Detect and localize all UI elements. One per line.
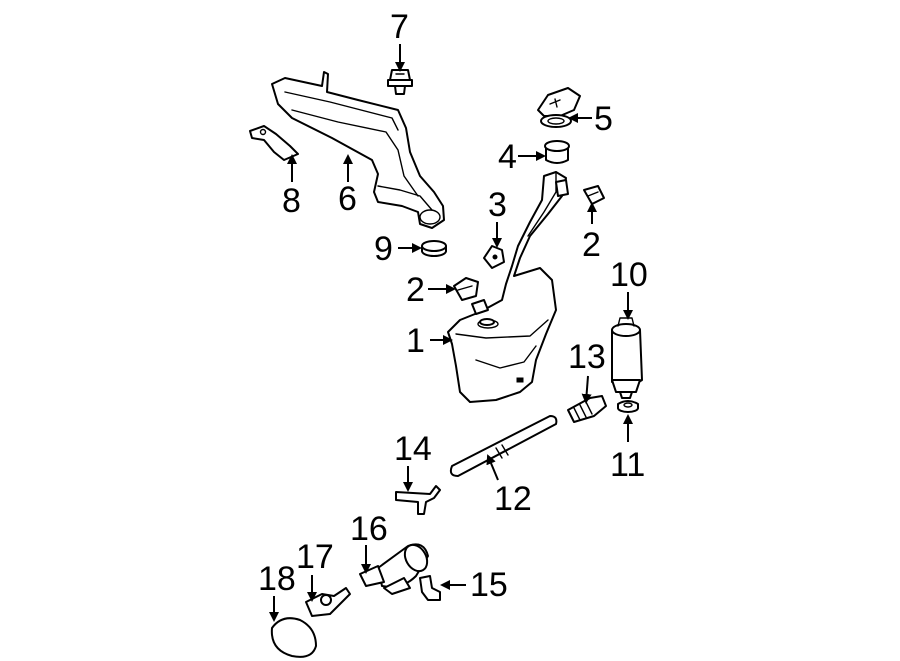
- part-16-headlamp-pump: [359, 543, 429, 595]
- callout-7: 7: [390, 8, 409, 46]
- part-8-bracket: [249, 125, 299, 161]
- part-11-grommet: [617, 400, 639, 413]
- callout-9: 9: [374, 230, 393, 268]
- callout-2-upper: 2: [582, 226, 601, 264]
- callout-2-lower: 2: [406, 271, 425, 309]
- part-17-nozzle: [305, 587, 351, 617]
- callout-14: 14: [394, 430, 432, 468]
- callout-8: 8: [282, 182, 301, 220]
- callout-16: 16: [350, 510, 388, 548]
- callout-13: 13: [568, 338, 606, 376]
- part-4-strainer: [544, 140, 570, 164]
- callout-5: 5: [594, 100, 613, 138]
- callout-12: 12: [494, 480, 532, 518]
- part-9-grommet: [421, 240, 447, 257]
- part-2-clip-lower: [453, 277, 479, 301]
- callout-3: 3: [488, 186, 507, 224]
- part-6-filler-neck-housing: [271, 71, 445, 229]
- part-18-cover: [270, 617, 317, 658]
- part-3-clip-nut: [483, 245, 505, 269]
- callout-10: 10: [610, 256, 648, 294]
- part-10-washer-pump: [611, 317, 643, 399]
- part-12-hose: [449, 415, 558, 477]
- callout-18: 18: [258, 560, 296, 598]
- part-2-clip-upper: [583, 185, 605, 205]
- callout-6: 6: [338, 180, 357, 218]
- callout-11: 11: [610, 446, 645, 484]
- callout-labels: 1 2 2 3 4 5 6 7 8 9 10 11 12 13 14 15 16…: [258, 8, 648, 604]
- arrow-12: [486, 454, 499, 481]
- callout-17: 17: [296, 538, 334, 576]
- part-5-cap: [537, 87, 581, 128]
- part-14-tee-connector: [395, 485, 441, 515]
- callout-1: 1: [406, 322, 425, 360]
- part-1-reservoir: [447, 171, 569, 403]
- leader-arrows: [269, 44, 633, 622]
- part-7-bolt: [387, 69, 413, 95]
- part-15-elbow-connector: [419, 575, 441, 601]
- arrow-13: [581, 375, 592, 404]
- callout-15: 15: [470, 566, 508, 604]
- callout-4: 4: [498, 138, 517, 176]
